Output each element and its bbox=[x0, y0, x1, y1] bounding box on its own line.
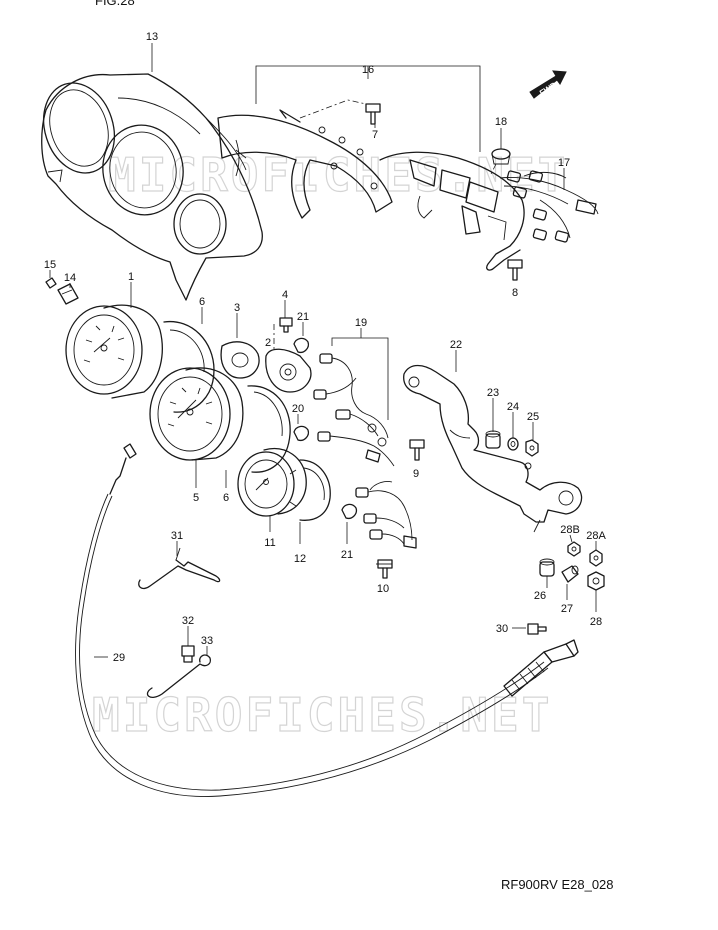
label-15: 15 bbox=[44, 259, 56, 271]
label-14: 14 bbox=[64, 272, 76, 284]
meter-cover-part-13 bbox=[41, 73, 263, 301]
meter-case-part-6-upper bbox=[163, 320, 215, 413]
label-16: 16 bbox=[362, 64, 374, 76]
screw-part-30 bbox=[527, 623, 547, 635]
nut-part-28A bbox=[589, 549, 603, 567]
spring-part-33 bbox=[146, 654, 212, 698]
washer-part-21-lower bbox=[341, 503, 358, 520]
label-28A: 28A bbox=[586, 530, 606, 542]
label-10: 10 bbox=[377, 583, 389, 595]
label-6-upper: 6 bbox=[199, 296, 205, 308]
label-32: 32 bbox=[182, 615, 194, 627]
forward-arrow-icon: FWD bbox=[529, 70, 567, 99]
screw-part-8 bbox=[507, 259, 523, 281]
tachometer-part-1 bbox=[65, 304, 163, 399]
nut-part-25 bbox=[525, 439, 539, 457]
nut-part-28 bbox=[587, 571, 605, 591]
screw-part-9 bbox=[409, 439, 425, 461]
label-33: 33 bbox=[201, 635, 213, 647]
figure-header: FIG.28 bbox=[95, 0, 135, 8]
label-21-lower: 21 bbox=[341, 549, 353, 561]
speedometer-cable-part-29 bbox=[75, 443, 579, 797]
gauge-case-part-12 bbox=[289, 459, 331, 521]
part-labels: 13 16 7 18 17 8 15 14 1 6 3 4 2 21 19 22… bbox=[44, 31, 607, 664]
socket-plate-part-2 bbox=[265, 348, 312, 393]
label-19: 19 bbox=[355, 317, 367, 329]
label-23: 23 bbox=[487, 387, 499, 399]
collar-part-27 bbox=[561, 565, 579, 583]
washer-part-24 bbox=[507, 437, 519, 451]
label-6-lower: 6 bbox=[223, 492, 229, 504]
label-2: 2 bbox=[265, 337, 271, 349]
cushion-part-3 bbox=[220, 341, 260, 379]
speedometer-part-5 bbox=[149, 367, 244, 461]
label-13: 13 bbox=[146, 31, 158, 43]
screw-part-4 bbox=[279, 317, 293, 333]
washer-part-21-upper bbox=[293, 337, 310, 354]
socket-part-14 bbox=[57, 283, 79, 305]
gauge-part-11 bbox=[237, 448, 307, 517]
screw-part-7 bbox=[365, 103, 381, 125]
label-17: 17 bbox=[558, 157, 570, 169]
label-18: 18 bbox=[495, 116, 507, 128]
label-20: 20 bbox=[292, 403, 304, 415]
label-22: 22 bbox=[450, 339, 462, 351]
label-25: 25 bbox=[527, 411, 539, 423]
watermark-bottom: MICROFICHES.NET bbox=[92, 688, 552, 742]
label-29: 29 bbox=[113, 652, 125, 664]
label-1: 1 bbox=[128, 271, 134, 283]
label-27: 27 bbox=[561, 603, 573, 615]
label-9: 9 bbox=[413, 468, 419, 480]
label-21-upper: 21 bbox=[297, 311, 309, 323]
label-8: 8 bbox=[512, 287, 518, 299]
direction-badge: FWD bbox=[538, 80, 558, 97]
bulb-part-15 bbox=[45, 270, 57, 289]
label-28: 28 bbox=[590, 616, 602, 628]
drawing-code: RF900RV E28_028 bbox=[501, 877, 614, 892]
label-7: 7 bbox=[372, 129, 378, 141]
meter-bracket-part-16 bbox=[217, 109, 525, 271]
gauge-harness bbox=[355, 481, 417, 549]
label-26: 26 bbox=[534, 590, 546, 602]
spring-clip-part-31 bbox=[138, 547, 221, 590]
bulb-harness-part-17 bbox=[499, 170, 599, 243]
screw-part-10 bbox=[376, 559, 393, 579]
label-5: 5 bbox=[193, 492, 199, 504]
label-11: 11 bbox=[264, 537, 275, 549]
cushion-part-26 bbox=[539, 558, 555, 577]
cushion-part-23 bbox=[485, 430, 501, 449]
screw-part-32 bbox=[181, 645, 195, 663]
label-31: 31 bbox=[171, 530, 183, 542]
washer-part-28B bbox=[567, 541, 581, 557]
watermark-top: MICROFICHES.NET bbox=[108, 148, 568, 202]
label-4: 4 bbox=[282, 289, 288, 301]
label-3: 3 bbox=[234, 302, 240, 314]
label-12: 12 bbox=[294, 553, 306, 565]
meter-case-part-6-lower bbox=[247, 385, 291, 473]
label-30: 30 bbox=[496, 623, 508, 635]
label-24: 24 bbox=[507, 401, 519, 413]
label-28B: 28B bbox=[560, 524, 580, 536]
lead-wire-part-19 bbox=[313, 353, 395, 467]
washer-part-20 bbox=[293, 425, 310, 442]
meter-bracket-part-22 bbox=[403, 364, 583, 533]
